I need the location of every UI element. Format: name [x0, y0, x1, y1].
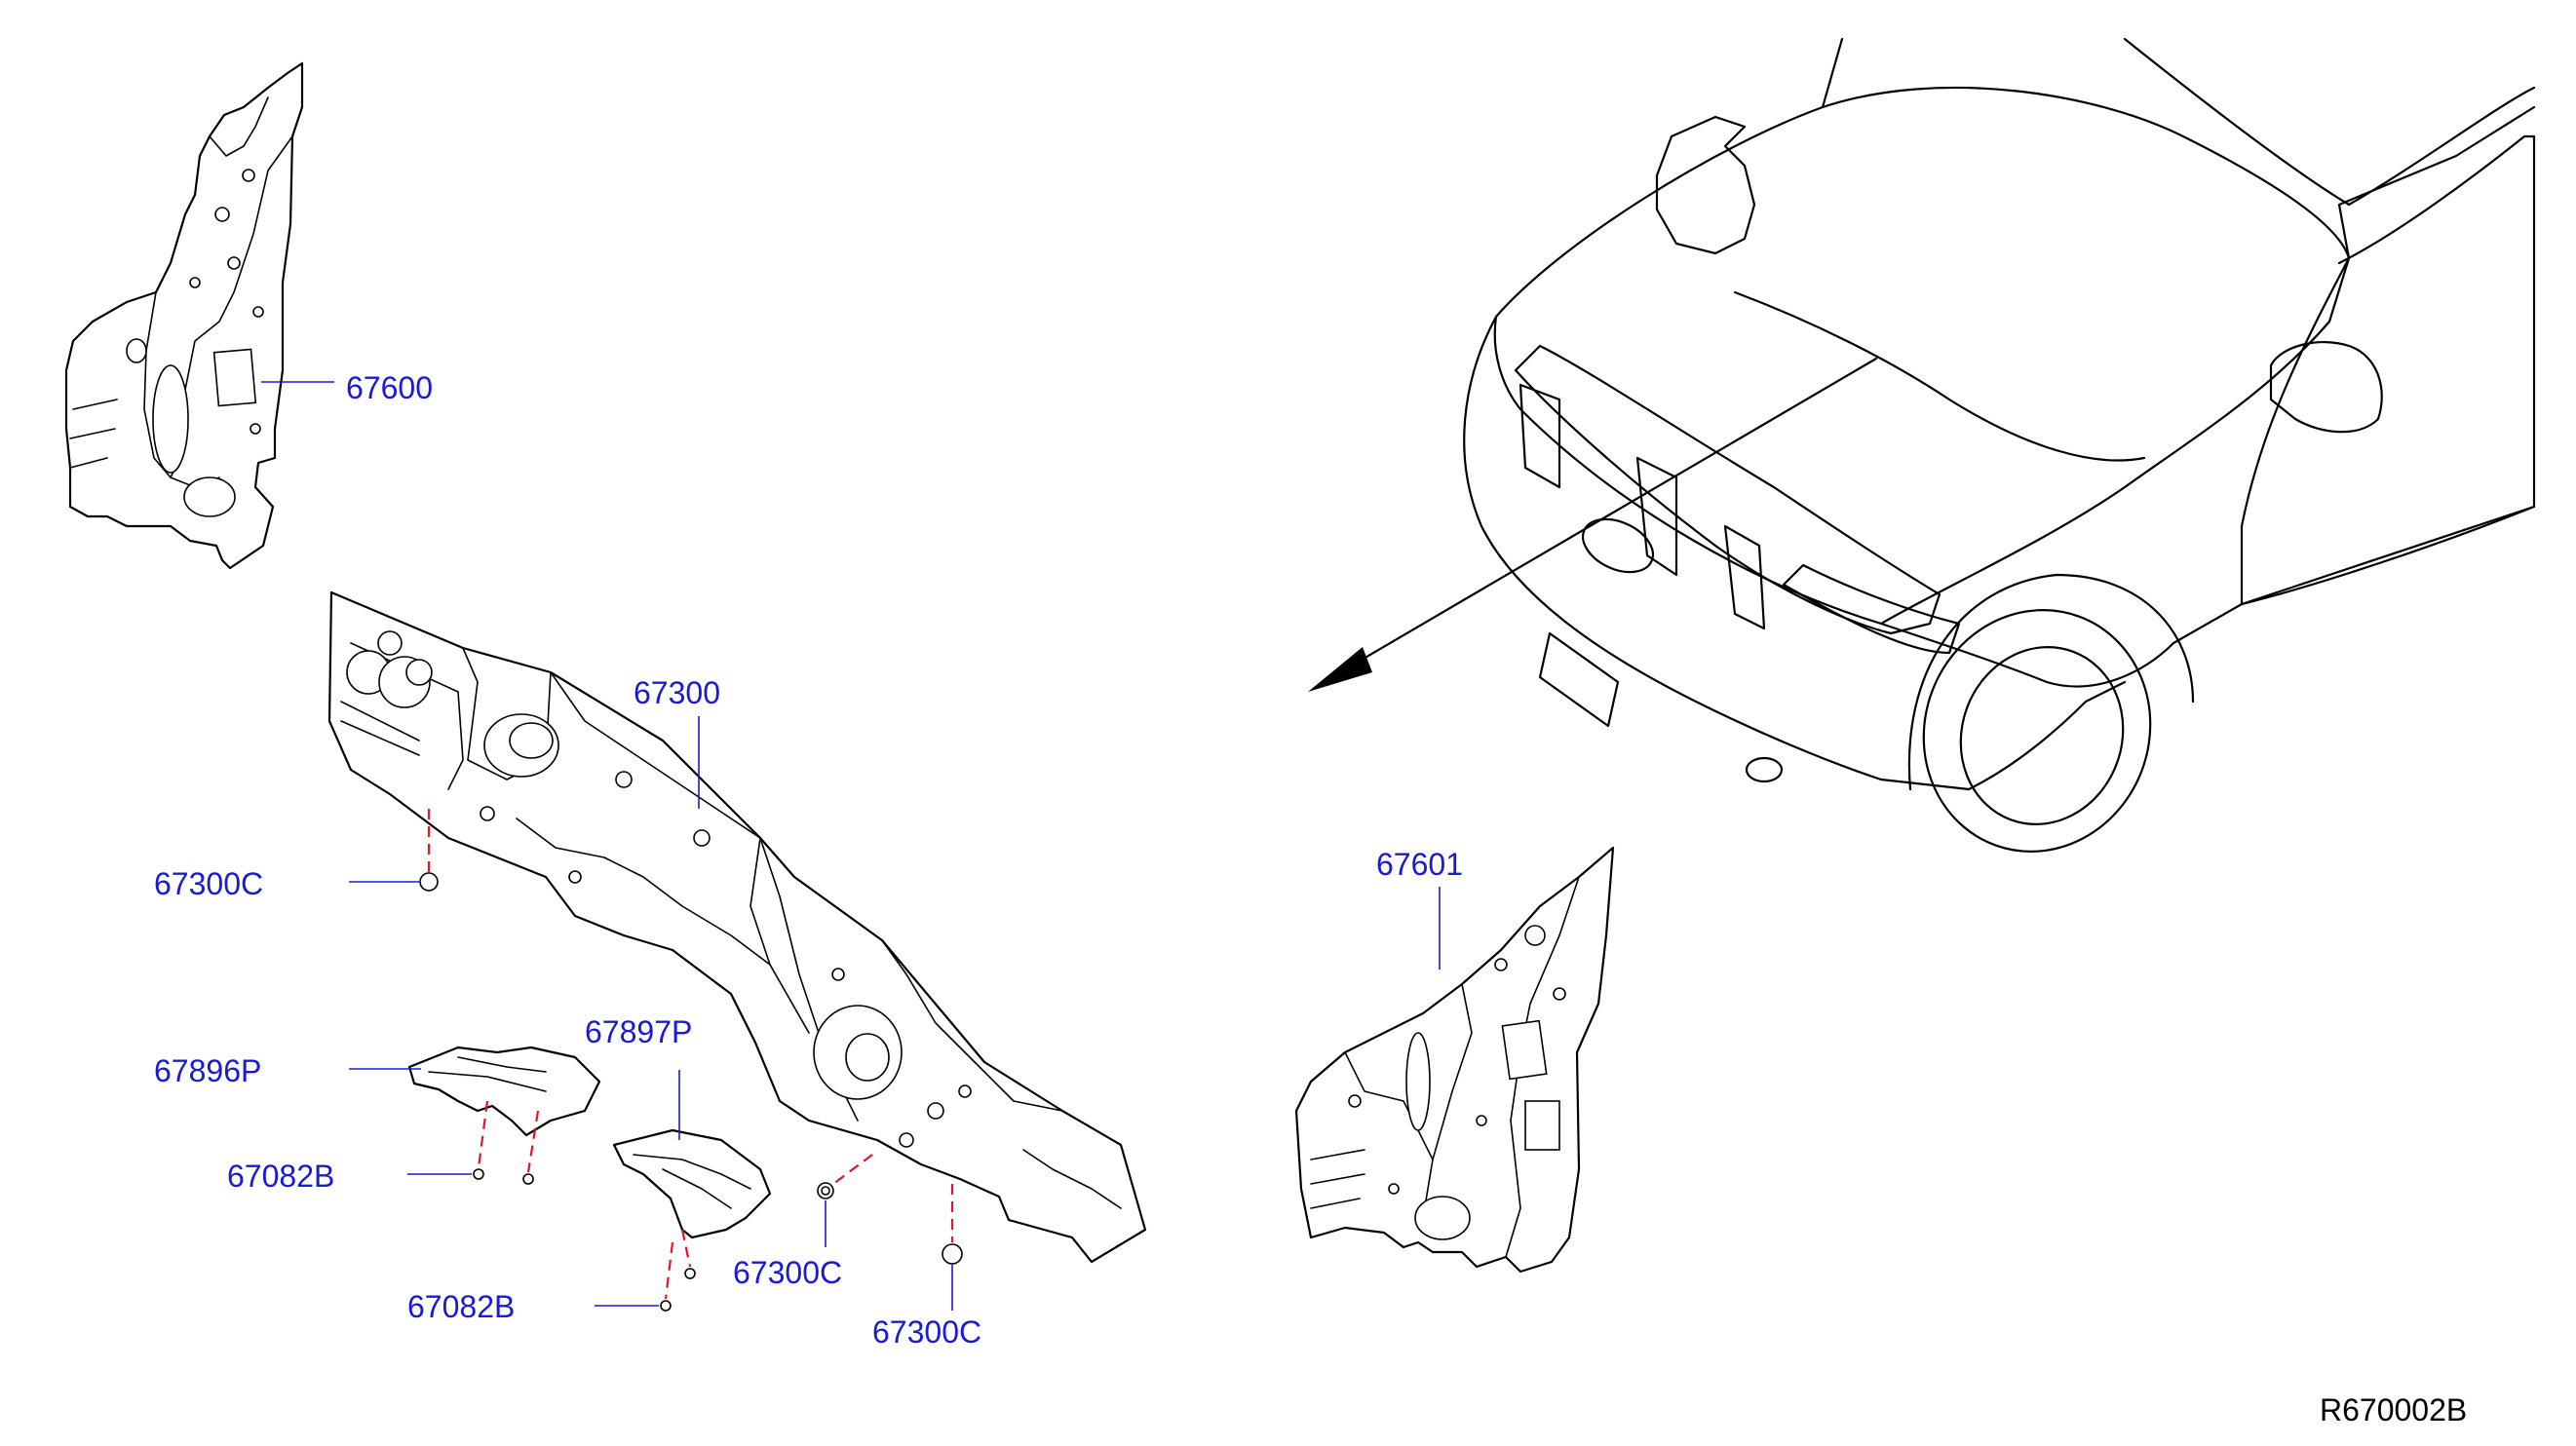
reference-code: R670002B [2320, 1392, 2467, 1427]
label-67082b-1: 67082B [227, 1159, 334, 1194]
assembly-dashed-lines [427, 809, 954, 1300]
label-67300c-3: 67300C [872, 1314, 981, 1350]
part-67897p-insulator [612, 1128, 772, 1239]
clip-67082b-2a [684, 1268, 696, 1279]
label-67897p: 67897P [585, 1014, 692, 1049]
part-67601-side-panel [1294, 846, 1615, 1274]
part-labels: 67600 67300 67300C 67896P 67897P 67082B … [154, 370, 2467, 1427]
grommet-67300c-3 [942, 1243, 963, 1265]
grommet-67300c-1 [419, 872, 439, 892]
label-67300: 67300 [634, 675, 720, 710]
label-67896p: 67896P [154, 1053, 261, 1088]
clip-67082b-1b [522, 1173, 534, 1185]
part-67300-dash-panel [327, 590, 1147, 1264]
fasteners [419, 872, 963, 1312]
part-67600-side-panel [64, 61, 304, 570]
leader-lines [261, 381, 1441, 1311]
label-67082b-2: 67082B [407, 1289, 515, 1324]
label-67300c-1: 67300C [154, 866, 263, 901]
clip-67082b-1a [473, 1168, 484, 1180]
label-67600: 67600 [346, 370, 433, 405]
label-67601: 67601 [1376, 847, 1463, 882]
clip-67082b-2b [660, 1300, 672, 1312]
part-67896p-insulator [407, 1046, 601, 1137]
label-67300c-2: 67300C [733, 1255, 842, 1290]
vehicle-illustration [1308, 37, 2536, 853]
